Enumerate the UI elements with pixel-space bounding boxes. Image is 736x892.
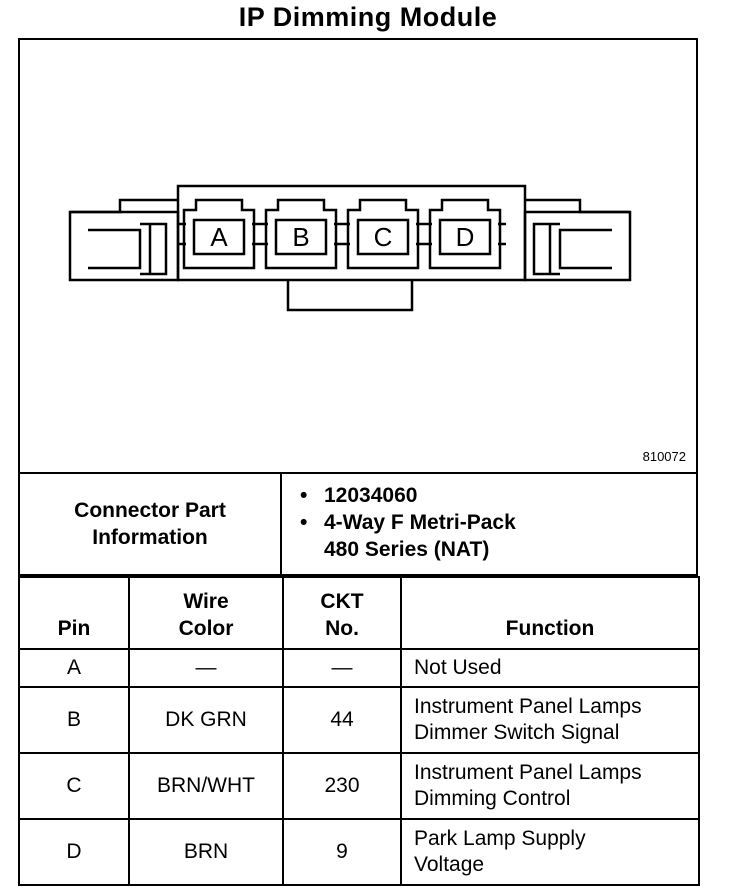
table-header-row: Pin Wire Color CKT No. Function [18,576,700,650]
connector-info-item: •4-Way F Metri-Pack 480 Series (NAT) [300,511,516,561]
header-function: Function [400,576,700,650]
connector-part-information: Connector Part Information •12034060 •4-… [18,474,698,576]
housing-body [176,184,527,282]
cell-wire-color: BRN/WHT [128,752,284,820]
header-pin: Pin [18,576,130,650]
cell-wire-color: DK GRN [128,686,284,754]
header-wire-color: Wire Color [128,576,284,650]
housing-right-wing [523,210,632,282]
housing-bottom-tab [286,280,414,312]
cell-ckt: 9 [282,818,402,886]
table-row: C BRN/WHT 230 Instrument Panel Lamps Dim… [18,752,700,820]
cell-pin: D [18,818,130,886]
connector-drawing: A B C D [68,184,632,312]
terminal-cavity-b [260,198,342,270]
connector-info-label: Connector Part Information [20,474,282,574]
terminal-cavity-c [342,198,424,270]
table-row: B DK GRN 44 Instrument Panel Lamps Dimme… [18,686,700,754]
cell-wire-color: — [128,648,284,688]
figure-number: 810072 [642,449,686,464]
terminal-cavity-a [178,198,260,270]
header-ckt-no: CKT No. [282,576,402,650]
pin-label-d: D [456,222,475,252]
cell-wire-color: BRN [128,818,284,886]
table-row: A — — Not Used [18,648,700,688]
pin-label-a: A [210,222,228,252]
pin-table: Pin Wire Color CKT No. Function A — — No… [18,576,700,886]
cell-ckt: 230 [282,752,402,820]
cell-pin: A [18,648,130,688]
table-row: D BRN 9 Park Lamp Supply Voltage [18,818,700,886]
cell-function: Instrument Panel Lamps Dimmer Switch Sig… [400,686,700,754]
cell-function: Park Lamp Supply Voltage [400,818,700,886]
connector-info-item: •12034060 [300,484,418,507]
pin-label-c: C [374,222,393,252]
connector-diagram: A B C D 810072 [18,38,698,474]
cell-function: Instrument Panel Lamps Dimming Control [400,752,700,820]
connector-info-list: •12034060 •4-Way F Metri-Pack 480 Series… [282,474,698,574]
cell-function: Not Used [400,648,700,688]
cell-pin: B [18,686,130,754]
housing-left-wing [68,210,180,282]
terminal-cavity-d [424,198,506,270]
page-title: IP Dimming Module [238,2,498,32]
pin-label-b: B [292,222,309,252]
cell-pin: C [18,752,130,820]
cell-ckt: — [282,648,402,688]
cell-ckt: 44 [282,686,402,754]
